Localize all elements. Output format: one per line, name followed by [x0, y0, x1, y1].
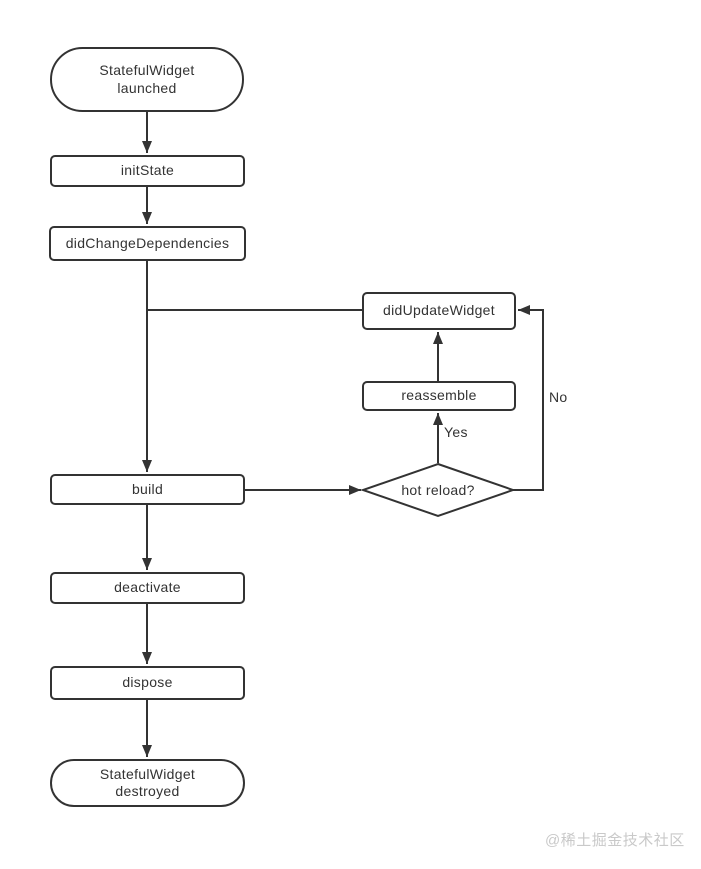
node-reassemble: reassemble: [362, 381, 516, 411]
node-initstate: initState: [50, 155, 245, 187]
decision-diamond-shape: [359, 462, 517, 518]
node-deactivate: deactivate: [50, 572, 245, 604]
node-didupdatewidget: didUpdateWidget: [362, 292, 516, 330]
node-dispose: dispose: [50, 666, 245, 700]
node-statefulwidget-destroyed: StatefulWidget destroyed: [50, 759, 245, 807]
node-hot-reload-decision: hot reload?: [401, 482, 475, 498]
node-statefulwidget-launched: StatefulWidget launched: [50, 47, 244, 112]
node-didchangedependencies: didChangeDependencies: [49, 226, 246, 261]
watermark-text: @稀土掘金技术社区: [545, 832, 685, 849]
node-build: build: [50, 474, 245, 505]
edge-hotreload-didupdate-no: [513, 305, 544, 491]
edge-label-yes: Yes: [444, 424, 468, 440]
edge-label-no: No: [549, 389, 568, 405]
